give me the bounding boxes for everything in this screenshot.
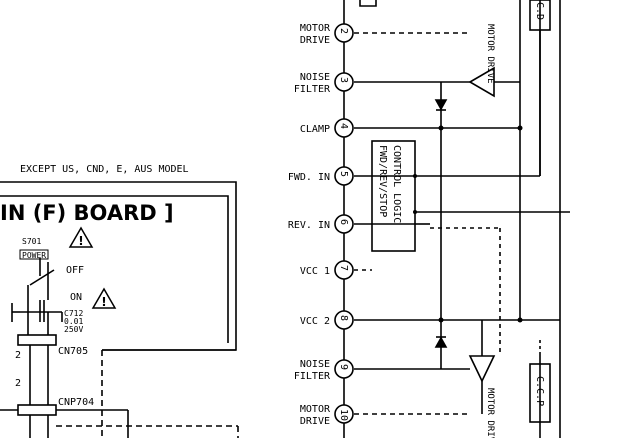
pin-circle <box>334 166 354 186</box>
pin-name-label: NOISE <box>300 72 330 83</box>
motor-drive-label-bottom: MOTOR DRIVE <box>485 388 495 438</box>
pin-name-label: VCC 1 <box>300 266 330 277</box>
control-logic-label-2: CONTROL LOGIC <box>391 145 402 223</box>
cnp704-label: CNP704 <box>58 397 94 408</box>
off-label: OFF <box>66 265 84 276</box>
pin-circle <box>334 310 354 330</box>
pin-number: 3 <box>338 77 349 83</box>
warning-mark: ! <box>78 234 83 248</box>
on-label: ON <box>70 292 82 303</box>
diode-top <box>434 99 448 111</box>
pin-name-label: MOTOR <box>300 23 331 34</box>
pin-circle <box>334 404 354 424</box>
pin-number: 10 <box>338 409 349 421</box>
pin-name-label: FWD. IN <box>288 172 330 183</box>
pin-2-label: 2 <box>15 378 21 389</box>
pin-number: 2 <box>338 28 349 34</box>
warning-mark: ! <box>101 295 106 309</box>
control-logic-block <box>371 140 416 252</box>
warning-triangle-icon <box>68 226 94 248</box>
cnp704-connector <box>17 404 57 416</box>
pin-name-label: CLAMP <box>300 124 330 135</box>
warning-triangle-icon <box>91 287 117 309</box>
cap-voltage: 250V <box>64 325 83 334</box>
pin-circle <box>334 359 354 379</box>
ccp-box <box>529 363 551 423</box>
diode-bottom <box>434 336 448 348</box>
pin-name-label: FILTER <box>294 84 331 95</box>
motor-drive-label-top: MOTOR DRIVE <box>485 24 495 84</box>
pin-name-label: DRIVE <box>300 416 330 427</box>
pin-number: 4 <box>338 123 349 129</box>
pin-number: 5 <box>338 171 349 177</box>
pin-circle <box>334 118 354 138</box>
pin-name-label: DRIVE <box>300 35 330 46</box>
switch-blade <box>29 269 55 286</box>
pin-number: 8 <box>338 315 349 321</box>
board-inner-outline <box>0 195 229 343</box>
pin-circle <box>334 23 354 43</box>
pin-name-label: NOISE <box>300 359 330 370</box>
ccp-label: C.C.P <box>534 376 545 406</box>
power-label: POWER <box>22 251 46 260</box>
pin-circle <box>334 214 354 234</box>
cd-label: C.D <box>534 2 545 20</box>
pin-circle <box>334 260 354 280</box>
pin-name-label: REV. IN <box>288 220 330 231</box>
cap-ref: C712 <box>64 309 83 318</box>
amplifier-bottom <box>468 355 496 383</box>
junction-dots <box>413 125 523 323</box>
pin-2-label: 2 <box>15 350 21 361</box>
pin-number: 7 <box>338 265 349 271</box>
model-note: EXCEPT US, CND, E, AUS MODEL <box>20 164 189 175</box>
switch-ref: S701 <box>22 237 41 246</box>
cap-value: 0.01 <box>64 317 83 326</box>
pin-number: 9 <box>338 364 349 370</box>
pin-name-label: FILTER <box>294 371 331 382</box>
power-label-box <box>19 249 49 260</box>
pin-number: 6 <box>338 219 349 225</box>
control-logic-label-1: FWD/REV/STOP <box>377 145 388 217</box>
pin-circle <box>334 72 354 92</box>
pin-name-label: VCC 2 <box>300 316 330 327</box>
cn705-label: CN705 <box>58 346 88 357</box>
board-title: IN (F) BOARD ] <box>0 201 174 225</box>
pin-name-label: MOTOR <box>300 404 331 415</box>
top-partial-box <box>359 0 377 7</box>
cn705-connector <box>17 334 57 346</box>
